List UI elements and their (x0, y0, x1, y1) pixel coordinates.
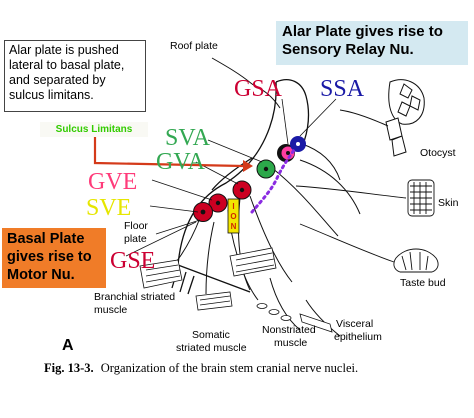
alar-note-line: Alar plate is pushed (9, 43, 119, 57)
visceral-label-line2: epithelium (334, 331, 382, 343)
basal-note-line: Motor Nu. (7, 267, 75, 283)
otocyst-label: Otocyst (420, 147, 456, 159)
somatic-label-line1: Somatic (192, 329, 230, 341)
ion-box: I O N (227, 198, 240, 234)
somatic-muscle (195, 291, 233, 311)
nonstriated-label-line1: Nonstriated (262, 324, 316, 336)
label-gsa: GSA (234, 76, 283, 102)
alar-note-line: sulcus limitans. (9, 88, 94, 102)
visceral-label-line1: Visceral (336, 318, 373, 330)
branchial-label-line1: Branchial striated (94, 291, 175, 303)
taste-bud (299, 223, 439, 273)
label-gva: GVA (156, 149, 206, 175)
caption-text: Organization of the brain stem cranial n… (101, 361, 358, 375)
sulcus-limitans-tag: Sulcus Limitans (40, 122, 148, 137)
alar-note-line: and separated by (9, 73, 106, 87)
label-ssa: SSA (320, 76, 365, 102)
alar-note-line: lateral to basal plate, (9, 58, 125, 72)
label-gse: GSE (110, 248, 155, 274)
roof-plate-label: Roof plate (170, 40, 218, 52)
skin-label: Skin (438, 197, 459, 209)
label-sva: SVA (165, 125, 211, 151)
neuron-gve (208, 193, 228, 213)
roof-plate (211, 57, 281, 109)
taste-bud-label: Taste bud (400, 277, 446, 289)
nonstriated-muscle (256, 303, 333, 333)
figure-caption: Fig. 13-3. Organization of the brain ste… (44, 361, 358, 375)
alar-plate-note: Alar plate is pushed lateral to basal pl… (4, 40, 146, 112)
neuron-ssa (290, 136, 306, 152)
floor-plate-label-line1: Floor (124, 220, 148, 232)
panel-letter: A (62, 337, 74, 354)
alar-header-line: Sensory Relay Nu. (282, 41, 414, 58)
ion-letter-o: O (230, 212, 236, 221)
neuron-gva (232, 180, 252, 200)
basal-note-line: gives rise to (7, 249, 92, 265)
alar-plate-header: Alar Plate gives rise to Sensory Relay N… (276, 21, 468, 65)
sulcus-limitans-dotted-path (250, 148, 296, 214)
floor-plate-label-line2: plate (124, 233, 147, 245)
brainstem-outline (171, 79, 310, 295)
alar-header-line: Alar Plate gives rise to (282, 23, 443, 40)
basal-plate-note: Basal Plate gives rise to Motor Nu. (2, 228, 106, 288)
somatic-label-line2: striated muscle (176, 342, 247, 354)
branchial-muscle (139, 247, 277, 289)
neuron-sva (256, 159, 276, 179)
caption-number: Fig. 13-3. (44, 361, 94, 375)
nonstriated-label-line2: muscle (274, 337, 307, 349)
neuron-gse (193, 202, 213, 222)
otocyst (339, 79, 425, 157)
skin-tissue (295, 179, 435, 217)
ion-letter-i: I (232, 202, 234, 211)
branchial-label-line2: muscle (94, 304, 127, 316)
ion-letter-n: N (231, 222, 237, 231)
basal-note-line: Basal Plate (7, 231, 85, 247)
sulcus-limitans-arrow (93, 136, 253, 172)
label-gve: GVE (88, 169, 137, 195)
label-sve: SVE (86, 195, 131, 221)
